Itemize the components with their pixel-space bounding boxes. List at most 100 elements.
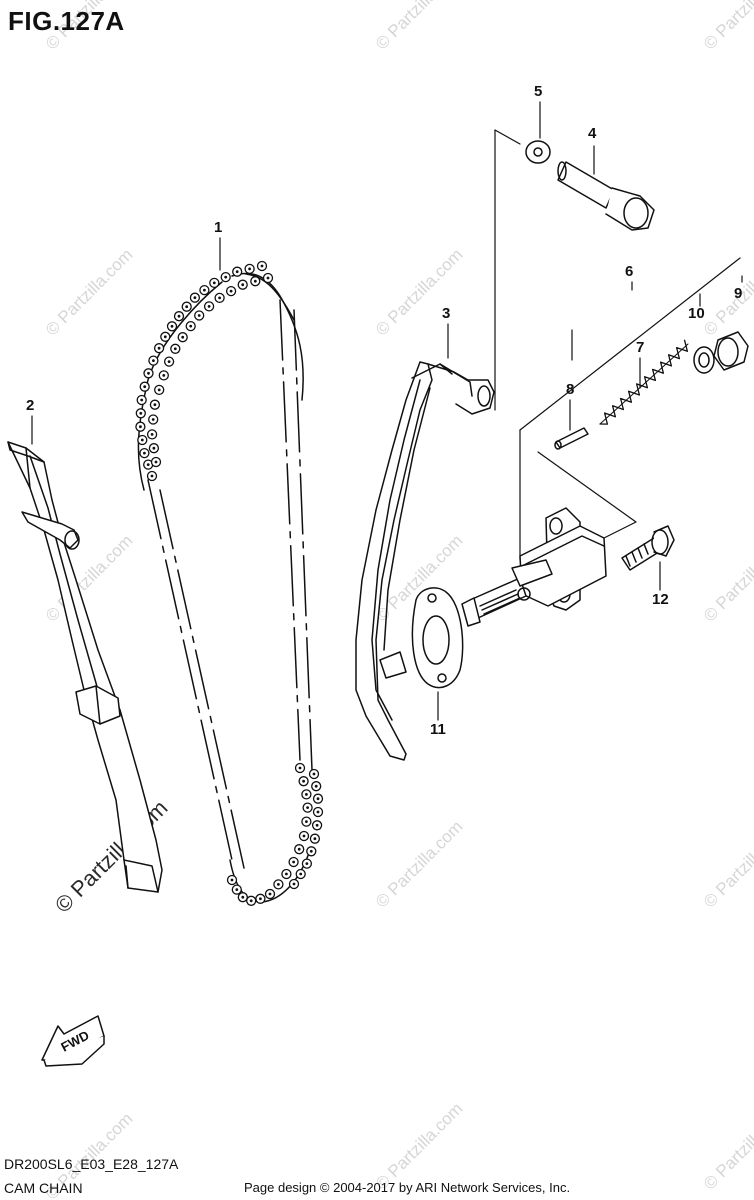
chain-pin: [277, 883, 280, 886]
chain-pin: [147, 371, 150, 375]
chain-pin: [139, 411, 143, 415]
diagram-code: DR200SL6_E03_E28_127A: [4, 1156, 179, 1172]
chain-pin: [139, 425, 142, 429]
chain-pin: [146, 463, 150, 466]
chain-pin: [266, 276, 270, 280]
figure-title: FIG.127A: [8, 6, 125, 36]
tensioner-spring-part[interactable]: [599, 339, 689, 425]
callout-7[interactable]: 7: [636, 339, 645, 356]
chain-pin: [143, 385, 147, 389]
callout-12[interactable]: 12: [652, 591, 669, 608]
chain-pin: [305, 793, 308, 796]
callout-6[interactable]: 6: [625, 263, 634, 280]
chain-pin: [152, 359, 155, 362]
chain-pin: [241, 283, 245, 287]
tensioner-adjuster-part[interactable]: [461, 507, 607, 627]
assembly-leader-lines: [494, 129, 741, 561]
chain-pin: [285, 872, 288, 876]
chain-pin: [260, 264, 264, 268]
chain-pin: [170, 324, 174, 328]
chain-pin: [229, 289, 233, 293]
chain-pin: [268, 892, 272, 896]
callout-8[interactable]: 8: [566, 381, 575, 398]
chain-pin: [189, 324, 193, 328]
chain-pin: [177, 314, 181, 318]
plug-bolt-part[interactable]: [713, 331, 749, 371]
chain-pin: [302, 834, 306, 838]
chain-pin: [150, 433, 154, 436]
chain-pin: [197, 314, 201, 317]
chain-pin: [235, 270, 239, 274]
callout-10[interactable]: 10: [688, 305, 705, 322]
chain-pin: [140, 398, 144, 402]
chain-pin: [185, 305, 189, 309]
callout-5[interactable]: 5: [534, 83, 543, 100]
chain-pin: [298, 766, 302, 770]
chain-pin: [259, 897, 262, 901]
chain-pin: [305, 820, 308, 823]
chain-pin: [306, 806, 309, 809]
chain-pin: [157, 346, 161, 350]
chain-pin: [154, 460, 158, 464]
chain-pin: [140, 438, 144, 442]
guide-bolt-part[interactable]: [557, 161, 655, 231]
gasket-ring-part[interactable]: [693, 346, 715, 374]
pin-part[interactable]: [554, 427, 589, 450]
chain-pin: [313, 837, 317, 841]
chain-pin: [316, 810, 320, 814]
callout-1[interactable]: 1: [214, 219, 223, 236]
chain-pin: [302, 779, 305, 783]
chain-pin: [224, 275, 228, 279]
chain-pin: [162, 374, 166, 377]
chain-pin: [315, 823, 319, 827]
chain-pin: [248, 267, 252, 271]
spring-coil: [599, 339, 689, 425]
chain-pin: [212, 281, 216, 285]
washer-part[interactable]: [525, 140, 551, 164]
callout-2[interactable]: 2: [26, 397, 35, 414]
chain-pin: [249, 899, 253, 903]
chain-pin: [153, 403, 157, 407]
chain-pin: [151, 418, 155, 421]
chain-pin: [163, 335, 167, 339]
cam-chain-part[interactable]: [137, 272, 313, 903]
chain-pin: [314, 784, 318, 788]
diagram-name: CAM CHAIN: [4, 1180, 83, 1196]
forward-direction-badge: FWD: [41, 1015, 105, 1067]
callout-11[interactable]: 11: [430, 721, 446, 738]
adjuster-gasket-part[interactable]: [411, 587, 464, 689]
chain-pin: [235, 888, 239, 891]
chain-pin: [299, 872, 303, 876]
chain-pin: [312, 772, 316, 776]
chain-pin: [157, 388, 161, 392]
chain-pin: [203, 288, 206, 292]
chain-pin: [309, 849, 313, 853]
chain-pin: [152, 446, 156, 450]
chain-pin: [292, 860, 295, 864]
chain-pin: [253, 279, 257, 283]
copyright-credit: Page design © 2004-2017 by ARI Network S…: [244, 1180, 571, 1195]
callout-4[interactable]: 4: [588, 125, 597, 142]
callout-leaders: [31, 101, 743, 721]
chain-pin: [292, 882, 296, 886]
chain-tensioner-part[interactable]: [7, 441, 163, 893]
chain-pin: [143, 451, 146, 455]
callout-3[interactable]: 3: [442, 305, 451, 322]
chain-pin: [230, 878, 234, 882]
chain-pin: [207, 305, 211, 308]
cam-chain-links: [135, 260, 324, 906]
chain-guide-part[interactable]: [355, 361, 495, 761]
chain-pin: [218, 296, 222, 300]
chain-pin: [316, 797, 320, 801]
chain-pin: [193, 296, 197, 300]
callout-9[interactable]: 9: [734, 285, 743, 302]
adjuster-bolt-part[interactable]: [621, 525, 675, 571]
chain-pin: [297, 847, 301, 851]
chain-pin: [173, 347, 177, 351]
chain-pin: [241, 895, 245, 899]
chain-pin: [150, 474, 154, 478]
chain-pin: [305, 862, 309, 865]
chain-pin: [167, 360, 171, 363]
